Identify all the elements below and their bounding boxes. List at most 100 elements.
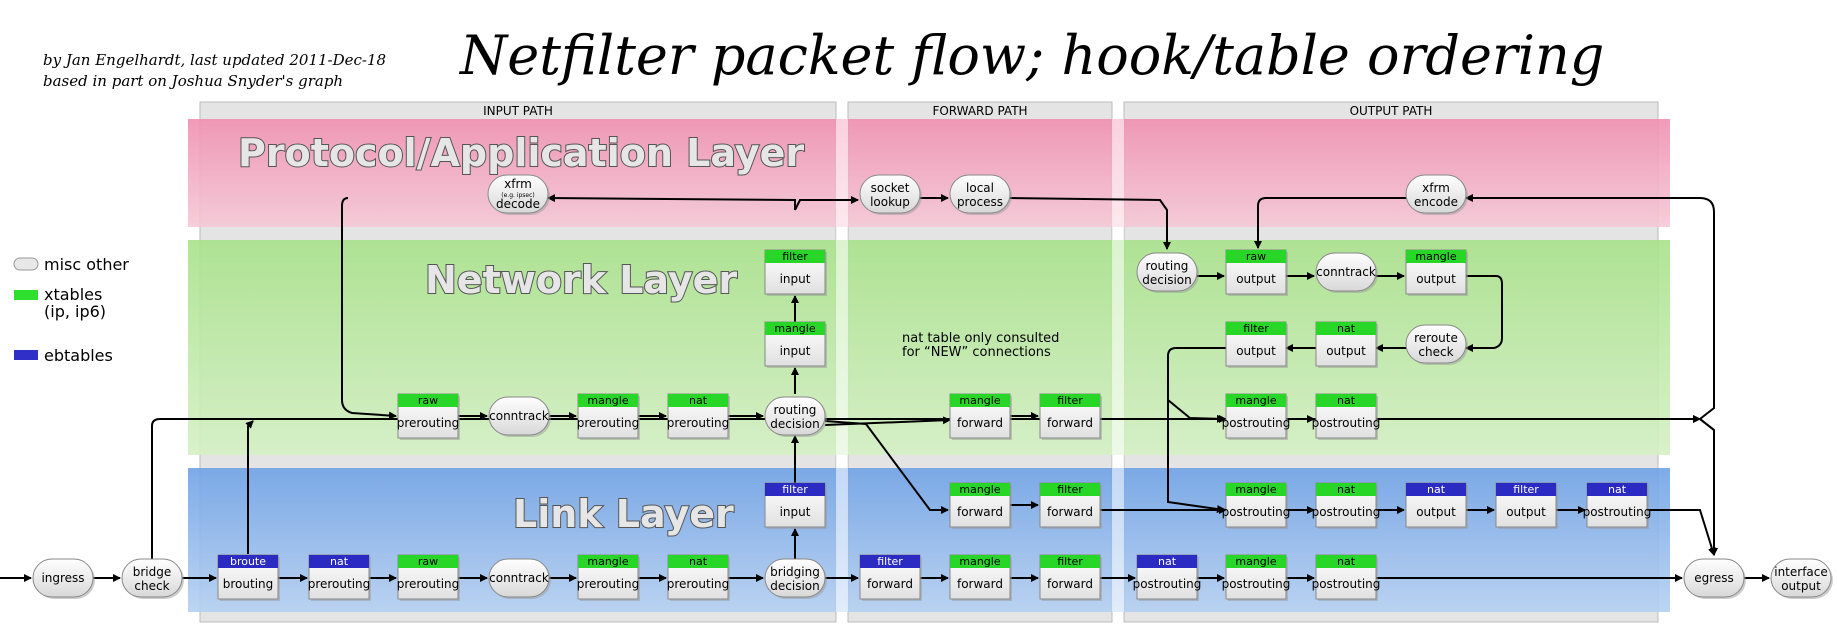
node-link-mangle-pre: mangle prerouting — [577, 554, 640, 601]
hook-label: prerouting — [308, 577, 371, 591]
table-label: mangle — [587, 555, 628, 568]
hook-label: postrouting — [1312, 416, 1381, 430]
svg-text:reroute: reroute — [1414, 331, 1458, 345]
legend-swatch-ebtables — [14, 350, 38, 360]
node-link-nat-post2: nat postrouting — [1312, 554, 1381, 601]
table-label: filter — [782, 250, 808, 263]
node-net-conntrack: conntrack — [488, 396, 551, 437]
flow-arrow — [341, 197, 397, 420]
hook-label: prerouting — [577, 577, 640, 591]
table-label: nat — [689, 394, 708, 407]
svg-text:egress: egress — [1694, 571, 1734, 585]
table-label: mangle — [1235, 555, 1276, 568]
flow-arrow — [824, 420, 949, 514]
svg-text:decision: decision — [1142, 273, 1191, 287]
svg-text:check: check — [1418, 345, 1453, 359]
table-label: nat — [1337, 555, 1356, 568]
page-title: Netfilter packet flow; hook/table orderi… — [458, 24, 1604, 87]
hook-label: forward — [1047, 416, 1093, 430]
svg-text:encode: encode — [1414, 195, 1458, 209]
hook-label: input — [780, 272, 811, 286]
table-label: mangle — [959, 394, 1000, 407]
hook-label: prerouting — [667, 577, 730, 591]
node-out-mangle-output: mangle output — [1405, 249, 1468, 296]
node-xfrm-decode: xfrm(e.g. ipsec)decode — [487, 174, 550, 215]
table-label: mangle — [1415, 250, 1456, 263]
forward-path-label: FORWARD PATH — [932, 104, 1027, 118]
node-out-raw-output: raw output — [1225, 249, 1288, 296]
flow-arrow — [245, 420, 254, 554]
flow-arrow — [1647, 509, 1716, 556]
svg-text:check: check — [134, 579, 169, 593]
hook-label: prerouting — [667, 416, 730, 430]
output-path-label: OUTPUT PATH — [1350, 104, 1433, 118]
link-layer-label: Link Layer — [513, 492, 734, 536]
legend: misc other xtables(ip, ip6) ebtables — [13, 255, 129, 365]
network-layer-label: Network Layer — [425, 258, 737, 302]
hook-label: forward — [957, 416, 1003, 430]
table-label: nat — [1158, 555, 1177, 568]
table-label: filter — [1057, 483, 1083, 496]
svg-text:lookup: lookup — [870, 195, 910, 209]
table-label: nat — [1427, 483, 1446, 496]
hook-label: postrouting — [1133, 577, 1202, 591]
node-note: (e.g. ipsec) — [501, 192, 535, 199]
node-link-filter-output: filter output — [1495, 482, 1558, 529]
flow-arrow — [1465, 275, 1503, 352]
hook-label: output — [1236, 272, 1276, 286]
table-label: nat — [1608, 483, 1627, 496]
flow-arrow — [1254, 197, 1406, 249]
svg-text:routing: routing — [774, 403, 817, 417]
table-label: raw — [1246, 250, 1266, 263]
hook-label: output — [1506, 505, 1546, 519]
hook-label: input — [780, 505, 811, 519]
hook-label: prerouting — [397, 577, 460, 591]
table-label: filter — [1513, 483, 1539, 496]
table-label: mangle — [1235, 394, 1276, 407]
table-label: nat — [330, 555, 349, 568]
table-label: mangle — [774, 322, 815, 335]
hook-label: prerouting — [577, 416, 640, 430]
svg-text:conntrack: conntrack — [1316, 265, 1376, 279]
node-egress: egress — [1683, 558, 1746, 599]
node-net-nat-pre: nat prerouting — [667, 393, 730, 440]
hook-label: postrouting — [1222, 416, 1291, 430]
hook-label: brouting — [223, 577, 274, 591]
table-label: raw — [418, 394, 438, 407]
hook-label: input — [780, 344, 811, 358]
table-label: mangle — [959, 483, 1000, 496]
flow-arrow — [1167, 347, 1226, 513]
hook-label: forward — [867, 577, 913, 591]
table-label: filter — [1243, 322, 1269, 335]
node-ingress: ingress — [32, 558, 95, 599]
flow-arrow — [1465, 194, 1715, 431]
input-path-label: INPUT PATH — [483, 104, 553, 118]
svg-text:conntrack: conntrack — [489, 571, 549, 585]
svg-text:bridge: bridge — [133, 565, 172, 579]
table-label: filter — [1057, 555, 1083, 568]
svg-text:ingress: ingress — [41, 571, 84, 585]
table-label: nat — [1337, 483, 1356, 496]
hook-label: output — [1416, 272, 1456, 286]
hook-label: postrouting — [1312, 577, 1381, 591]
